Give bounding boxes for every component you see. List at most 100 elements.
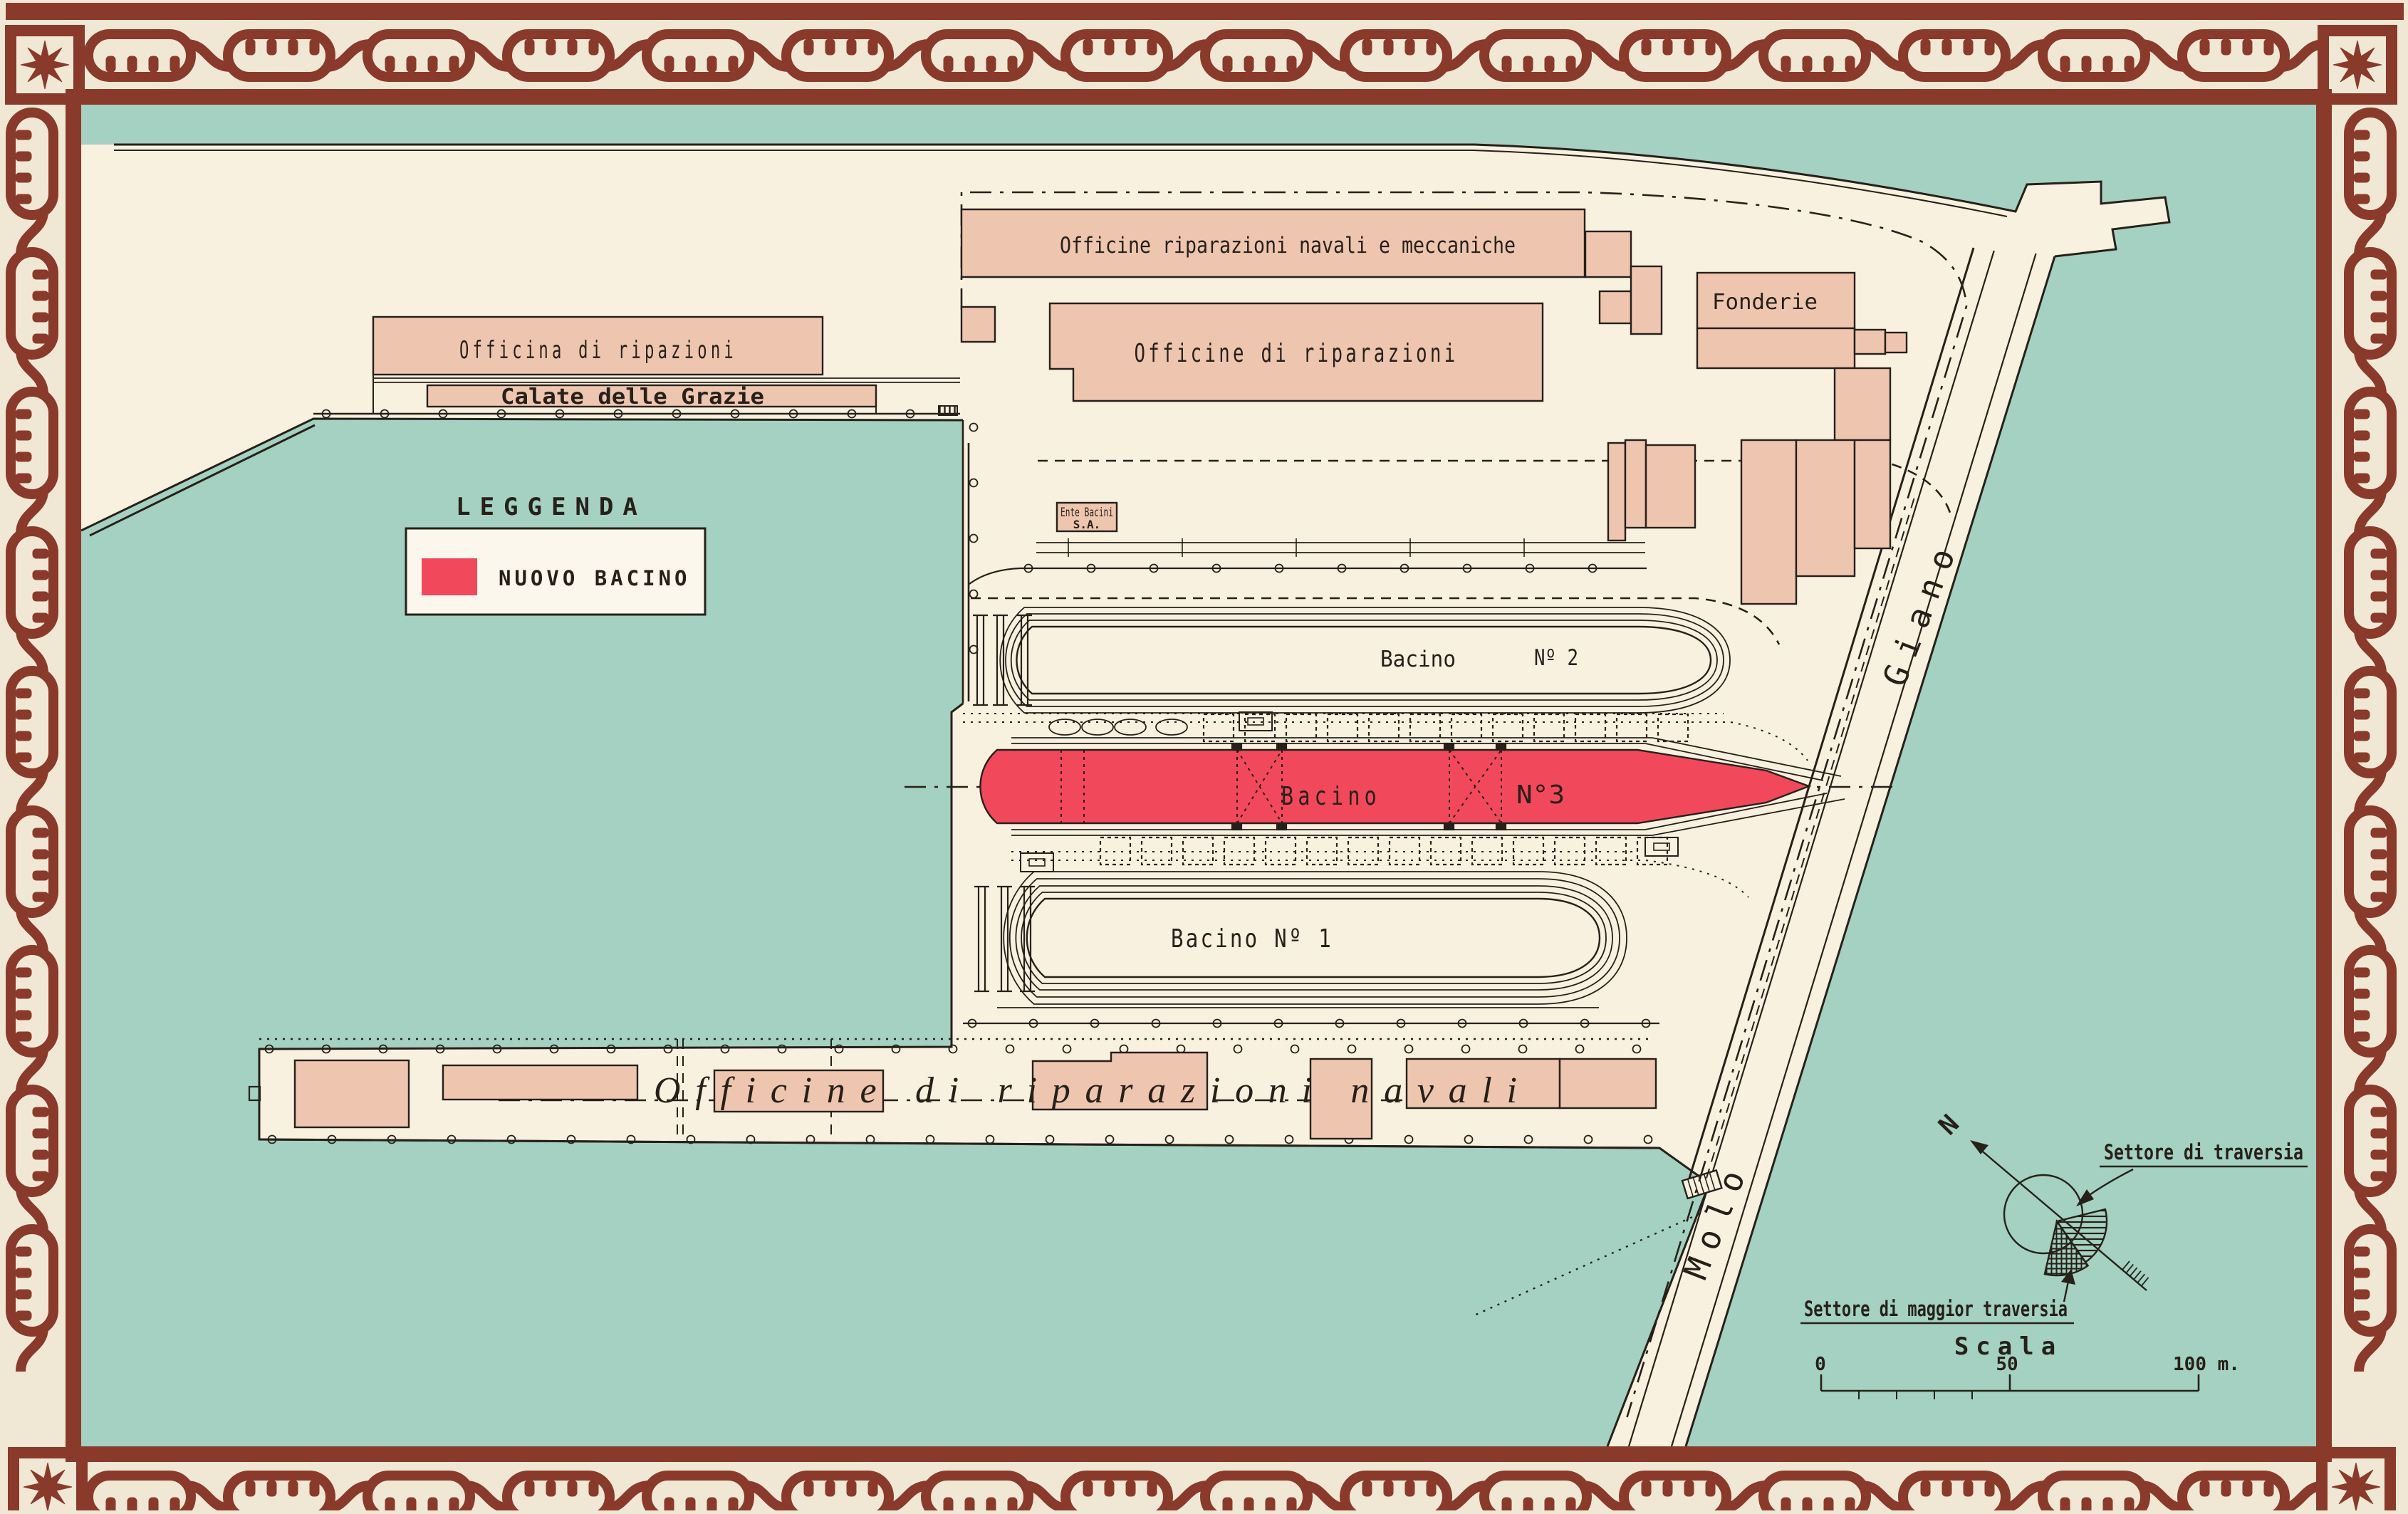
shed xyxy=(1595,836,1627,866)
bollard xyxy=(1400,563,1409,573)
shed xyxy=(1367,713,1400,743)
dock-gate xyxy=(974,885,989,993)
legend-title: LEGGENDA xyxy=(456,493,647,521)
calate-bollards xyxy=(321,409,915,419)
border-frame-group xyxy=(5,25,2397,1514)
bollard xyxy=(1525,563,1535,573)
building-cluster xyxy=(1624,439,1647,529)
coastline xyxy=(114,143,2171,258)
boundary-dashed-2 xyxy=(971,597,1781,645)
bacino-2 xyxy=(973,607,1731,714)
bacino3-cross-mark xyxy=(1449,749,1502,824)
bollard xyxy=(1151,1018,1161,1028)
bacino-1 xyxy=(974,871,1627,1005)
bollard xyxy=(1641,1018,1651,1028)
bollard xyxy=(1462,563,1472,573)
quay-dotted-2 xyxy=(1011,851,1749,898)
bollard xyxy=(1149,563,1159,573)
bollard xyxy=(1580,1018,1590,1028)
dock-gate xyxy=(973,614,988,706)
bollard xyxy=(925,1134,935,1144)
coastline-inner xyxy=(114,150,2008,217)
building-officine-di-riparazioni xyxy=(1048,302,1544,402)
bollard xyxy=(905,409,915,419)
dock-gate xyxy=(997,885,1012,993)
border-corner-tr xyxy=(2318,25,2397,105)
bollard xyxy=(1518,1018,1528,1028)
label-scala: Scala xyxy=(1954,1332,2063,1361)
dock-gate xyxy=(993,614,1008,706)
building-mid2 xyxy=(1630,265,1663,335)
border-corner-br xyxy=(2316,1447,2396,1514)
building-fonderie-lower xyxy=(1696,327,1856,370)
bacino-3 xyxy=(979,737,1845,836)
corner-square xyxy=(5,25,85,105)
quay-shed-inner xyxy=(1653,842,1670,851)
scalebar-labels: Scala 0 50 100 m. xyxy=(1815,1332,2240,1375)
bollard xyxy=(435,1044,445,1054)
hatch-block xyxy=(938,405,958,416)
water-dotted-sw xyxy=(1472,1209,1707,1317)
quay-shed-inner xyxy=(1028,858,1046,867)
bollard xyxy=(606,1044,616,1054)
bollard xyxy=(1273,1018,1283,1028)
label-scale-50: 50 xyxy=(1996,1354,2018,1375)
map-linework xyxy=(80,143,2171,1447)
star-icon xyxy=(2333,40,2382,90)
bollard xyxy=(1523,1134,1533,1144)
label-officina-di-ripazioni: Officina di ripazioni xyxy=(459,336,737,365)
label-bacino3-num: N°3 xyxy=(1516,781,1565,810)
jetty-hatch xyxy=(1687,1172,1716,1197)
building-fonderie-upper xyxy=(1696,271,1856,330)
bollard xyxy=(1337,563,1347,573)
bollard xyxy=(1105,1134,1115,1144)
dock-outline xyxy=(1010,620,1718,701)
bollard xyxy=(626,1134,636,1144)
quay-shed xyxy=(1645,837,1679,857)
shed xyxy=(1615,713,1648,743)
shed xyxy=(1223,836,1256,866)
compass xyxy=(1800,1140,2308,1325)
south-pier-bottom-line xyxy=(259,1138,1660,1149)
molo-west-lower xyxy=(1606,1183,1711,1447)
building-cluster xyxy=(1853,439,1892,550)
gate-block xyxy=(1443,822,1455,831)
bollard xyxy=(663,1044,673,1054)
north-dock-quay-line xyxy=(969,567,1647,585)
bollard xyxy=(720,1044,730,1054)
bollard xyxy=(777,1044,787,1054)
bollard xyxy=(1212,1018,1222,1028)
building-south xyxy=(293,1059,410,1129)
bollard xyxy=(985,1134,995,1144)
tank xyxy=(1081,719,1114,736)
bollard xyxy=(1062,1044,1072,1054)
bollard xyxy=(806,1134,815,1144)
label-officine-navali-spread: Officine di riparazioni navali xyxy=(654,1070,1517,1111)
bollard xyxy=(1643,1134,1653,1144)
bollard xyxy=(1588,563,1597,573)
pier-bottom-bollards xyxy=(267,1134,1653,1144)
north-rails xyxy=(1036,542,1645,553)
shed xyxy=(1388,836,1421,866)
border-inner-frame xyxy=(66,89,2332,1462)
shed xyxy=(1491,713,1524,743)
shed xyxy=(1657,713,1689,743)
bacino3-cross-mark xyxy=(1236,749,1283,824)
bollard xyxy=(496,409,506,419)
bollard xyxy=(672,409,682,419)
calate-rails xyxy=(373,377,960,383)
bollard xyxy=(555,409,565,419)
bollard xyxy=(492,1044,502,1054)
dock-gate xyxy=(1017,614,1032,706)
pier-top-bollards xyxy=(264,1044,1642,1054)
border-outer-strip xyxy=(6,3,2404,20)
label-bacino1: Bacino Nº 1 xyxy=(1171,924,1333,954)
building-south-stepped xyxy=(1031,1051,1209,1111)
building-cluster xyxy=(1607,442,1627,542)
bollard xyxy=(378,1044,388,1054)
dock-outline xyxy=(999,607,1731,714)
quay-hatch-block xyxy=(938,405,958,416)
shed xyxy=(1326,713,1359,743)
shed xyxy=(1305,836,1338,866)
